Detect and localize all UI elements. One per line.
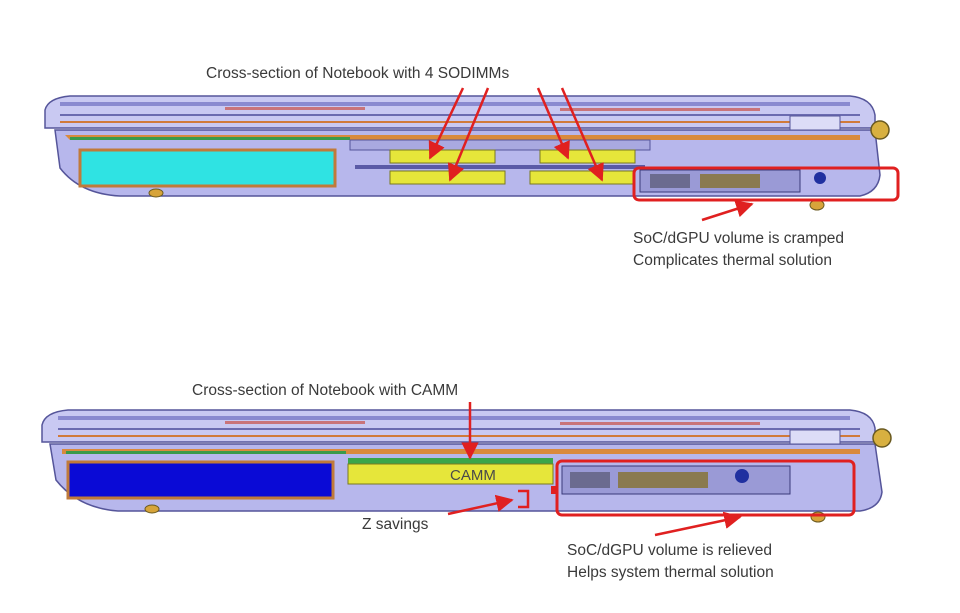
bottom-camm-green-board bbox=[348, 458, 553, 464]
top-title: Cross-section of Notebook with 4 SODIMMs bbox=[206, 65, 509, 82]
bottom-lid-line bbox=[58, 428, 860, 430]
top-soc-highlight bbox=[632, 166, 900, 202]
top-arrow-3 bbox=[536, 87, 570, 160]
top-fan-hub bbox=[814, 172, 826, 184]
bottom-lid-line-orange bbox=[58, 435, 860, 437]
bottom-camm-label: CAMM bbox=[450, 467, 496, 484]
bottom-callout-line1: SoC/dGPU volume is relieved bbox=[567, 542, 772, 559]
top-io-port bbox=[789, 115, 841, 131]
top-battery bbox=[78, 148, 337, 188]
bottom-callout-line2: Helps system thermal solution bbox=[567, 564, 774, 581]
bottom-soc-heatpipe bbox=[570, 472, 610, 488]
bottom-notebook-section bbox=[41, 409, 892, 523]
top-sodimm-1 bbox=[389, 149, 496, 164]
bottom-z-label: Z savings bbox=[362, 516, 429, 533]
top-pcb-strip bbox=[70, 137, 350, 140]
top-lid-line-orange bbox=[60, 121, 860, 123]
top-callout-line1: SoC/dGPU volume is cramped bbox=[633, 230, 844, 247]
top-mid-bracket bbox=[349, 139, 651, 151]
bottom-title: Cross-section of Notebook with CAMM bbox=[192, 382, 458, 399]
bottom-z-arrow bbox=[447, 494, 514, 516]
top-arrow-1 bbox=[428, 87, 465, 160]
bottom-z-bracket bbox=[518, 489, 530, 509]
top-arrow-4 bbox=[560, 87, 604, 182]
bottom-z-marker bbox=[551, 486, 558, 494]
bottom-foot-left bbox=[144, 504, 160, 514]
bottom-camm-module bbox=[347, 463, 554, 485]
bottom-lid-panel bbox=[58, 416, 850, 420]
top-sodimm-3 bbox=[539, 149, 636, 164]
top-lid-trim-right bbox=[560, 108, 760, 111]
top-callout-arrow bbox=[701, 200, 754, 222]
bottom-io-port bbox=[789, 429, 841, 445]
bottom-callout-arrow bbox=[654, 511, 742, 537]
top-soc-cooler bbox=[700, 174, 760, 188]
top-arrow-2 bbox=[447, 87, 490, 182]
top-sodimm-4 bbox=[529, 170, 636, 185]
bottom-soc-cooler bbox=[618, 472, 708, 488]
top-lid bbox=[44, 95, 876, 129]
top-sodimm-divider bbox=[355, 165, 645, 169]
bottom-pcb-strip bbox=[66, 451, 346, 454]
top-soc-heatpipe bbox=[650, 174, 690, 188]
top-notebook-section bbox=[44, 95, 900, 211]
top-sodimm-2 bbox=[389, 170, 506, 185]
top-lid-line bbox=[60, 114, 860, 116]
bottom-lid bbox=[41, 409, 876, 443]
bottom-battery bbox=[66, 460, 335, 500]
top-callout-line2: Complicates thermal solution bbox=[633, 252, 832, 269]
bottom-hinge bbox=[872, 428, 892, 448]
top-hinge bbox=[870, 120, 890, 140]
top-foot-left bbox=[148, 188, 164, 198]
bottom-fan-hub bbox=[735, 469, 749, 483]
bottom-lid-trim bbox=[225, 421, 365, 424]
top-lid-trim bbox=[225, 107, 365, 110]
bottom-lid-trim-right bbox=[560, 422, 760, 425]
bottom-soc-highlight bbox=[555, 459, 856, 517]
bottom-inner-frame bbox=[62, 449, 860, 454]
